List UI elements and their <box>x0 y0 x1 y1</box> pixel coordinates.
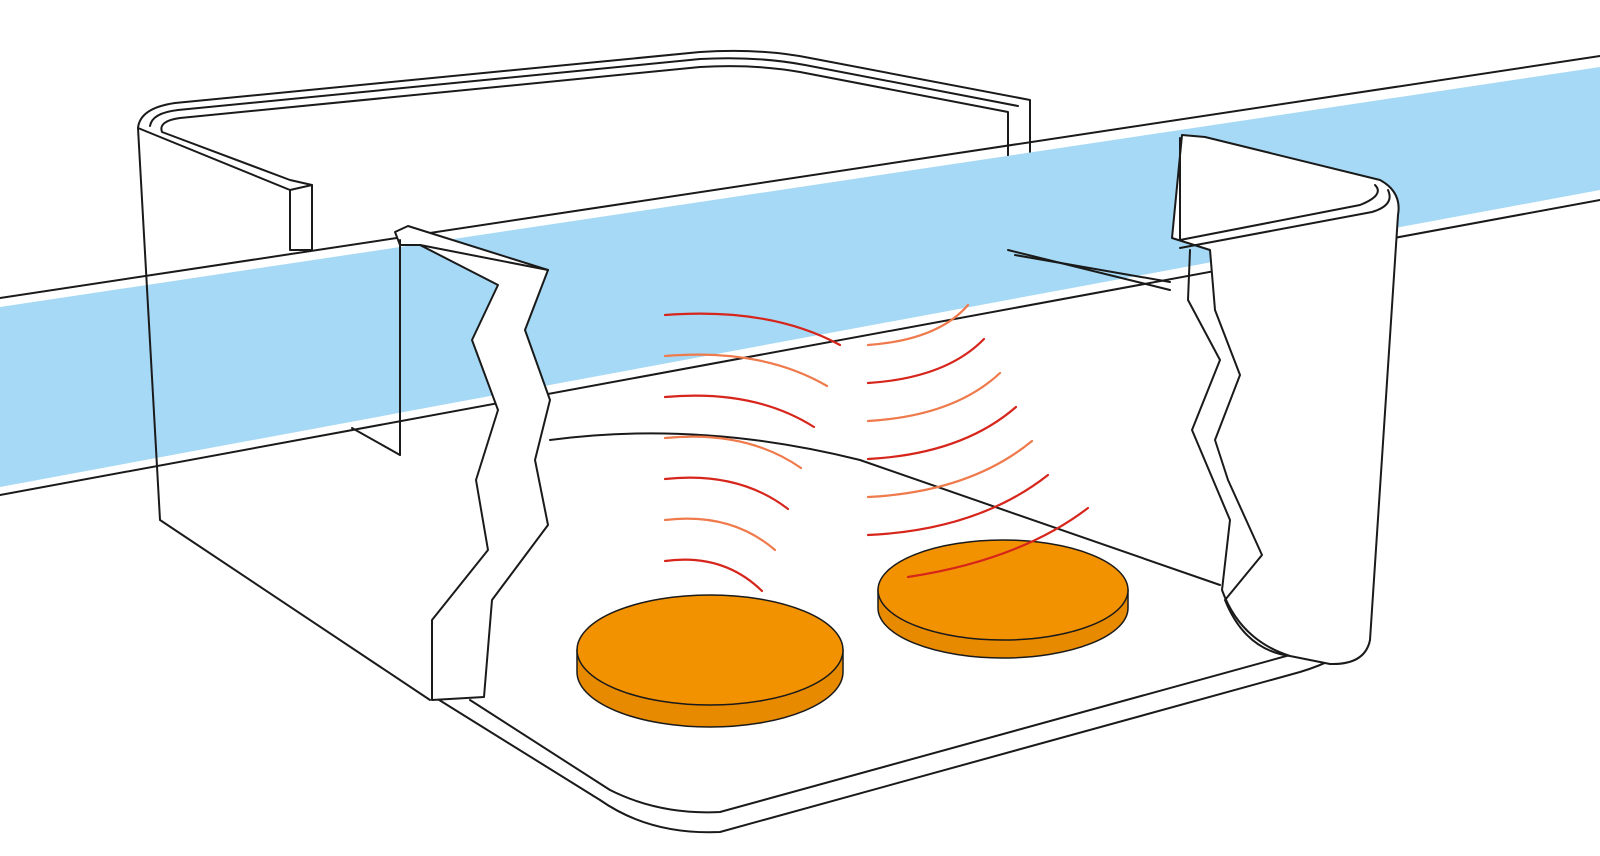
wave-arc-right <box>866 439 1034 499</box>
ultrasonic-waves <box>663 303 1050 593</box>
wave-arc-left <box>663 394 816 429</box>
wave-arc-right <box>866 371 1002 423</box>
wave-arc-left <box>663 353 829 388</box>
transducer-disc-right <box>877 506 1129 659</box>
wave-arc-left <box>663 312 842 347</box>
wave-arc-right <box>866 337 986 385</box>
wave-arc-left <box>663 517 777 552</box>
tank-body <box>137 127 1361 834</box>
tank-right-wall <box>1171 134 1400 666</box>
transducer-disc-left <box>576 594 844 728</box>
wave-arc-right <box>866 473 1050 537</box>
tank-back-rim <box>137 49 1031 251</box>
tank-cutaway-wall <box>394 225 551 701</box>
wave-arc-left <box>663 476 790 511</box>
wave-arc-left <box>663 558 764 593</box>
wave-arc-left <box>663 435 803 470</box>
wave-arc-right <box>866 303 970 347</box>
wave-arc-right <box>866 405 1018 461</box>
